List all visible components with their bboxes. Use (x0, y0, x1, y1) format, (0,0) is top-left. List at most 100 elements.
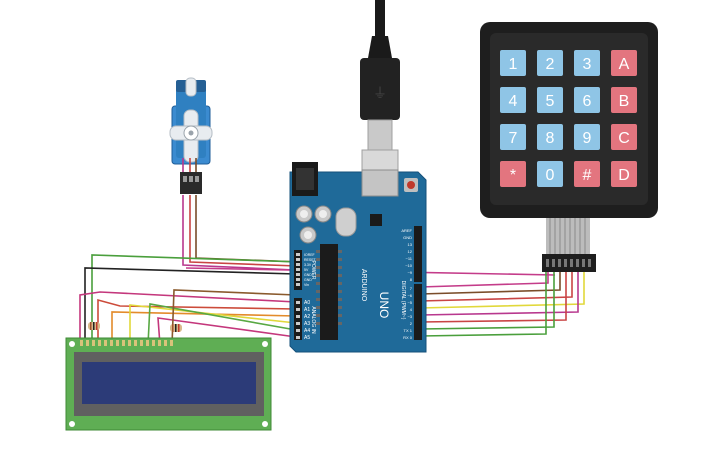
lcd-pins (80, 340, 173, 346)
keypad-key-2[interactable]: 2 (537, 50, 563, 76)
keypad-key-7[interactable]: 7 (500, 124, 526, 150)
keypad-connector (542, 254, 596, 272)
keypad-key-9[interactable]: 9 (574, 124, 600, 150)
wire-lcd-a0 (79, 291, 297, 345)
wire-kp-8 (419, 272, 547, 337)
keypad-key-*[interactable]: * (500, 161, 526, 187)
pin-8: 8 (410, 277, 413, 282)
keypad-key-label: B (619, 93, 630, 110)
keypad-key-#[interactable]: # (574, 161, 600, 187)
keypad-ribbon (546, 218, 590, 254)
resistor-2[interactable] (170, 324, 182, 332)
pin-6: ~6 (407, 293, 412, 298)
keypad-key-face[interactable] (537, 161, 563, 187)
keypad-key-face[interactable] (500, 87, 526, 113)
atmega-chip (320, 244, 338, 340)
resistor-1[interactable] (88, 322, 100, 330)
keypad-key-A[interactable]: A (611, 50, 637, 76)
wire-kp-3 (419, 272, 573, 302)
keypad-key-face[interactable] (574, 161, 600, 187)
keypad-key-face[interactable] (611, 50, 637, 76)
keypad-key-label: 4 (509, 93, 518, 110)
wire-servo-power (189, 195, 298, 267)
arduino-uno[interactable]: ARDUINO UNO POWER ANALOG IN DIGITAL (PWM… (289, 162, 427, 353)
pin-13: 13 (408, 242, 413, 247)
pin-aref: AREF (401, 228, 412, 233)
keypad-key-8[interactable]: 8 (537, 124, 563, 150)
model-label: UNO (377, 292, 391, 319)
wire-kp-5 (419, 272, 579, 316)
usb-icon: ⏚ (373, 85, 387, 101)
header-digital-bottom (414, 284, 422, 340)
pin-vin: Vin (304, 283, 309, 287)
keypad-key-1[interactable]: 1 (500, 50, 526, 76)
pin-10: ~10 (405, 263, 413, 268)
pin-5: ~5 (407, 300, 412, 305)
keypad-key-face[interactable] (500, 50, 526, 76)
keypad-key-face[interactable] (611, 87, 637, 113)
keypad-key-face[interactable] (500, 161, 526, 187)
keypad-key-C[interactable]: C (611, 124, 637, 150)
keypad-key-face[interactable] (537, 124, 563, 150)
pin-4: 4 (410, 307, 413, 312)
keypad-key-5[interactable]: 5 (537, 87, 563, 113)
wire-lcd-a5 (157, 317, 297, 346)
keypad-key-face[interactable] (611, 124, 637, 150)
keypad-key-D[interactable]: D (611, 161, 637, 187)
pin-gnd-2: GND (304, 278, 312, 282)
pin-12: 12 (408, 249, 413, 254)
pin-3: ~3 (407, 314, 412, 319)
keypad-key-face[interactable] (574, 87, 600, 113)
keypad-key-face[interactable] (574, 124, 600, 150)
keypad-4x4[interactable]: 1 2 3 A 4 5 6 B 7 8 9 C * 0 # D (480, 22, 658, 272)
wire-kp-1 (419, 272, 549, 288)
lcd-16x2[interactable] (65, 322, 272, 431)
pin-gnd-1: GND (304, 273, 312, 277)
keypad-key-label: 9 (583, 130, 592, 147)
pin-gnd-3: GND (403, 235, 412, 240)
keypad-key-label: # (583, 167, 592, 184)
brand-label: ARDUINO (360, 269, 367, 302)
crystal (335, 207, 357, 237)
keypad-key-4[interactable]: 4 (500, 87, 526, 113)
keypad-key-face[interactable] (611, 161, 637, 187)
wire-lcd-a4 (147, 303, 297, 346)
keypad-key-face[interactable] (500, 124, 526, 150)
keypad-key-0[interactable]: 0 (537, 161, 563, 187)
pin-a4: A4 (304, 328, 310, 334)
keypad-key-label: 1 (509, 56, 518, 73)
keypad-key-3[interactable]: 3 (574, 50, 600, 76)
wire-lcd-a2 (111, 311, 297, 345)
keypad-key-label: 3 (583, 56, 592, 73)
wire-servo-signal (182, 195, 296, 271)
pin-9: ~9 (407, 270, 412, 275)
usb-port (361, 169, 399, 197)
keypad-key-B[interactable]: B (611, 87, 637, 113)
pin-a1: A1 (304, 307, 310, 313)
usb-plug (360, 58, 400, 120)
pin-a3: A3 (304, 321, 310, 327)
keypad-key-label: 5 (546, 93, 555, 110)
keypad-key-face[interactable] (537, 50, 563, 76)
pin-a0: A0 (304, 300, 310, 306)
keypad-key-label: 2 (546, 56, 555, 73)
keypad-key-label: 0 (546, 167, 555, 184)
small-chip (370, 214, 382, 226)
header-digital-top (414, 226, 422, 282)
pin-3v3: 3.3V (304, 263, 312, 267)
wire-lcd-vcc (84, 267, 297, 345)
wire-lcd-gnd (91, 254, 301, 345)
analog-label: ANALOG IN (310, 306, 316, 334)
wire-servo-ground (195, 195, 301, 263)
keypad-key-6[interactable]: 6 (574, 87, 600, 113)
wire-lcd-a3 (129, 304, 297, 345)
keypad-key-label: 6 (583, 93, 592, 110)
keypad-key-face[interactable] (537, 87, 563, 113)
keypad-key-face[interactable] (574, 50, 600, 76)
keypad-key-label: 8 (546, 130, 555, 147)
keypad-key-label: * (510, 167, 516, 184)
wire-kp-2 (419, 272, 561, 295)
servo-motor[interactable] (169, 77, 213, 194)
pin-7: 7 (410, 286, 413, 291)
